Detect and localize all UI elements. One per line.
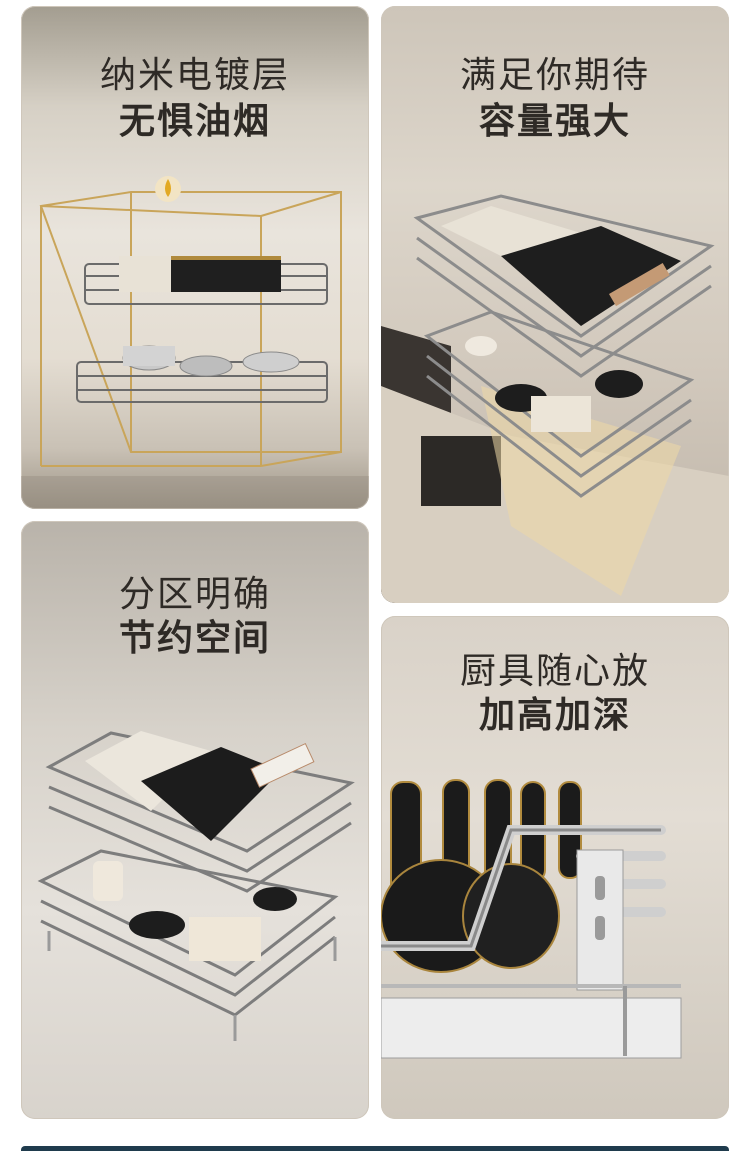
two-tier-rack-image [37,731,355,1041]
panel-subtitle: 容量强大 [478,101,631,142]
panel-subtitle: 节约空间 [118,618,271,659]
two-tier-rack-in-glass-box-image [21,176,369,509]
panel-title: 分区明确 [118,574,271,615]
panel-title: 厨具随心放 [459,651,650,692]
panel-deep-rack: 厨具随心放 加高加深 [381,616,729,1119]
bottom-banner-edge [21,1146,729,1151]
panel-title: 满足你期待 [459,55,650,96]
panel-title: 纳米电镀层 [99,55,290,96]
panel-subtitle: 无惧油烟 [118,101,271,142]
panel-large-capacity: 满足你期待 容量强大 [381,6,729,603]
rack-closeup-image [381,779,682,1059]
panel-subtitle: 加高加深 [478,695,631,736]
panel-zoned-storage: 分区明确 节约空间 [21,521,369,1119]
panel-nano-plating: 纳米电镀层 无惧油烟 [21,6,369,509]
pull-out-rack-cabinet-image [381,194,729,603]
